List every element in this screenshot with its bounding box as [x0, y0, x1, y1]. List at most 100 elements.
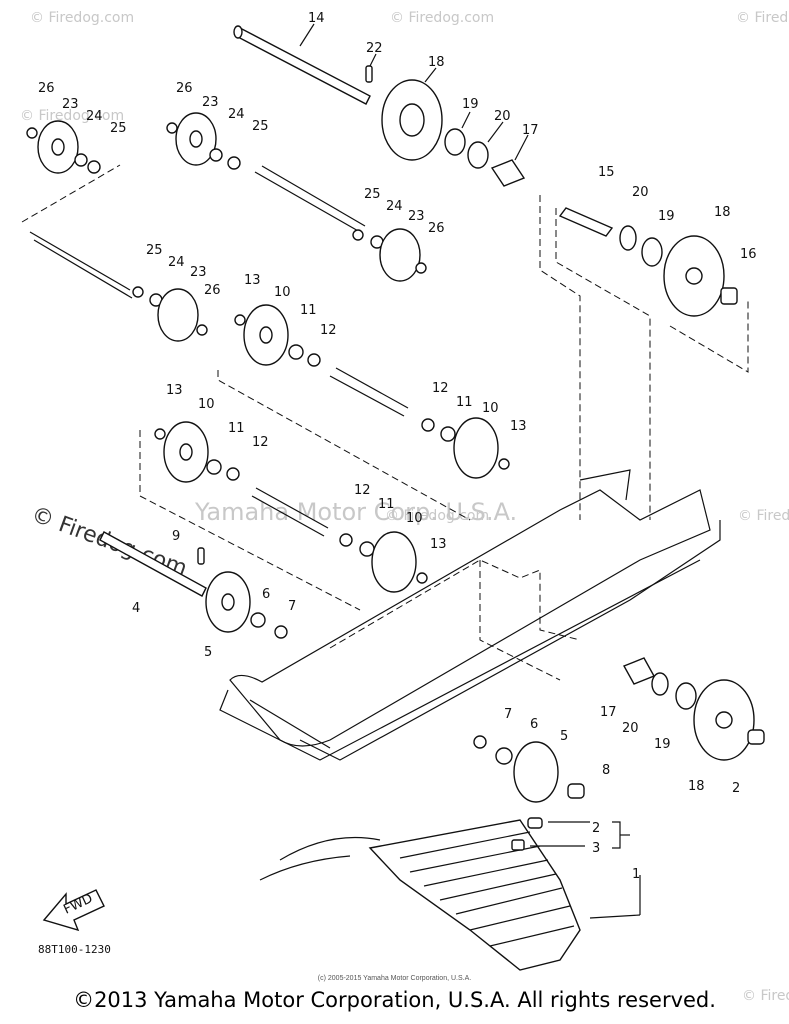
- lower-left-assembly: [99, 531, 288, 639]
- wheel-10-d: [371, 531, 417, 593]
- middle-wheels: [139, 304, 510, 611]
- copyright-notice: ©2013 Yamaha Motor Corporation, U.S.A. A…: [73, 988, 716, 1012]
- callout-12: 12: [354, 483, 371, 498]
- callout-11: 11: [456, 395, 473, 410]
- callout-19: 19: [658, 209, 675, 224]
- collar-17-top: [490, 159, 526, 187]
- callout-26: 26: [204, 283, 221, 298]
- callout-23: 23: [202, 95, 219, 110]
- bearing-19-right: [641, 237, 663, 267]
- callout-2: 2: [732, 781, 740, 796]
- lower-right-assembly: [473, 657, 765, 803]
- callout-11: 11: [228, 421, 245, 436]
- callout-20: 20: [622, 721, 639, 736]
- callout-24: 24: [386, 199, 403, 214]
- callout-4: 4: [132, 601, 140, 616]
- callout-25: 25: [110, 121, 127, 136]
- callout-23: 23: [408, 209, 425, 224]
- upper-left-wheels: [21, 112, 427, 342]
- callout-numbers: 14 22 18 19 20 17 26 23 24 25 26 23 24 2…: [38, 11, 757, 882]
- callout-13: 13: [244, 273, 261, 288]
- watermark-firedog-top-left: © Firedog.com: [30, 10, 134, 26]
- pin-9: [197, 547, 205, 565]
- callout-17: 17: [600, 705, 617, 720]
- callout-16: 16: [740, 247, 757, 262]
- shaft-14: [235, 27, 371, 105]
- watermark-yamaha: Yamaha Motor Corp. U.S.A.: [194, 498, 517, 526]
- callout-11: 11: [300, 303, 317, 318]
- callout-15: 15: [598, 165, 615, 180]
- callout-2: 2: [592, 821, 600, 836]
- callout-11: 11: [378, 497, 395, 512]
- track-assembly: [259, 817, 641, 971]
- callout-26: 26: [176, 81, 193, 96]
- callout-12: 12: [320, 323, 337, 338]
- callout-5: 5: [560, 729, 568, 744]
- callout-24: 24: [86, 109, 103, 124]
- watermark-firedog-center: © Firedog.com: [385, 508, 489, 524]
- shaft-4: [99, 531, 207, 597]
- small-copyright: (c) 2005-2015 Yamaha Motor Corporation, …: [317, 975, 472, 982]
- clip-3: [511, 839, 525, 851]
- callout-7: 7: [288, 599, 296, 614]
- watermark-firedog-top-right: © Firedog.com: [736, 10, 789, 26]
- collar-20-lower: [651, 672, 669, 696]
- callout-10: 10: [406, 511, 423, 526]
- callout-18: 18: [714, 205, 731, 220]
- callout-24: 24: [168, 255, 185, 270]
- callout-9: 9: [172, 529, 180, 544]
- callout-5: 5: [204, 645, 212, 660]
- callout-23: 23: [190, 265, 207, 280]
- callout-23: 23: [62, 97, 79, 112]
- collar-20-top: [467, 141, 489, 169]
- collar-17-lower: [623, 657, 655, 685]
- cap-2-lower: [747, 729, 765, 745]
- top-shaft-assembly: [233, 23, 529, 187]
- wheel-10-b: [453, 417, 499, 479]
- callout-19: 19: [654, 737, 671, 752]
- wheel-23-d: [157, 288, 199, 342]
- callout-26: 26: [38, 81, 55, 96]
- callout-17: 17: [522, 123, 539, 138]
- spacer-15: [558, 207, 614, 237]
- watermark-firedog-left: © Firedog.com: [20, 108, 124, 124]
- callout-10: 10: [198, 397, 215, 412]
- callout-13: 13: [166, 383, 183, 398]
- callout-18: 18: [688, 779, 705, 794]
- diagram-code: 88T100-1230: [38, 943, 111, 956]
- slide-rail-frame: [219, 469, 721, 761]
- callout-14: 14: [308, 11, 325, 26]
- callout-20: 20: [632, 185, 649, 200]
- callout-3: 3: [592, 841, 600, 856]
- watermark-firedog-bottom-right: © Firedog.com: [742, 988, 789, 1004]
- callout-10: 10: [274, 285, 291, 300]
- callout-6: 6: [262, 587, 270, 602]
- callout-1: 1: [632, 867, 640, 882]
- callout-18: 18: [428, 55, 445, 70]
- callout-25: 25: [364, 187, 381, 202]
- watermark-firedog-top-mid: © Firedog.com: [390, 10, 494, 26]
- callout-25: 25: [252, 119, 269, 134]
- callout-7: 7: [504, 707, 512, 722]
- callout-26: 26: [428, 221, 445, 236]
- pin-22: [365, 65, 373, 83]
- bearing-19-lower: [675, 682, 697, 710]
- callout-8: 8: [602, 763, 610, 778]
- wheel-5-lower: [513, 741, 559, 803]
- watermark-firedog-right: © Firedog.com: [738, 508, 789, 524]
- callout-12: 12: [252, 435, 269, 450]
- callout-12: 12: [432, 381, 449, 396]
- bearing-19-top: [444, 128, 466, 156]
- callout-10: 10: [482, 401, 499, 416]
- callout-24: 24: [228, 107, 245, 122]
- callout-6: 6: [530, 717, 538, 732]
- cap-16: [720, 287, 738, 305]
- callout-13: 13: [430, 537, 447, 552]
- callout-13: 13: [510, 419, 527, 434]
- callout-25: 25: [146, 243, 163, 258]
- wheel-23-c: [379, 228, 421, 282]
- callout-19: 19: [462, 97, 479, 112]
- right-upper-wheel-assembly: [539, 195, 749, 520]
- callout-20: 20: [494, 109, 511, 124]
